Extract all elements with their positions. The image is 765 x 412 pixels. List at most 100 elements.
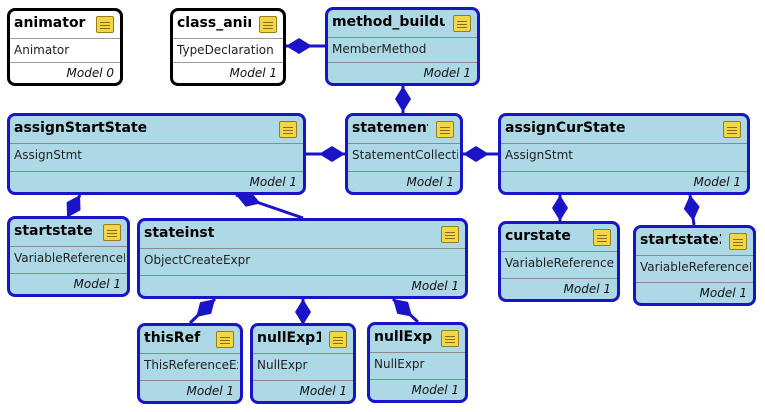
node-title: class_anim [177,15,251,31]
composition-diamond-icon [552,195,568,221]
separator [253,353,353,354]
node-title: method_buildup [332,14,445,30]
composition-diamond-icon [393,299,413,317]
edge-stateinst-nullExp2[interactable] [391,297,420,324]
composition-diamond-icon [463,146,489,162]
separator [348,171,460,172]
note-icon[interactable] [436,121,454,138]
separator [253,380,353,381]
composition-diamond-icon [196,299,215,317]
separator [140,248,465,249]
node-title: assignStartState [14,120,148,136]
edge-assignStartState-startstate[interactable] [66,194,82,218]
composition-diamond-icon [286,38,312,54]
node-method-buildup[interactable]: method_buildup MemberMethod Model 1 [325,7,480,86]
edge-stateinst-nullExp1[interactable] [295,299,311,325]
node-title: statements [352,120,428,136]
separator [140,275,465,276]
node-assign-cur-state[interactable]: assignCurState AssignStmt Model 1 [498,113,750,195]
node-model: Model 1 [229,66,277,80]
separator [636,282,753,283]
node-model: Model 1 [423,66,471,80]
edge-assignStartState-stateinst[interactable] [235,191,304,220]
node-type: NullExpr [257,358,308,372]
note-icon[interactable] [453,15,471,32]
node-title: thisRef [144,330,201,346]
separator [173,62,283,63]
node-type: TypeDeclaration [177,43,274,57]
node-class-anim[interactable]: class_anim TypeDeclaration Model 1 [170,8,286,86]
note-icon[interactable] [593,229,611,246]
separator [501,143,747,144]
node-this-ref[interactable]: thisRef ThisReferenceExpr Model 1 [137,323,243,404]
separator [10,246,127,247]
node-null-exp1[interactable]: nullExp1 NullExpr Model 1 [250,323,356,404]
node-type: StatementCollection [352,148,458,162]
note-icon[interactable] [723,121,741,138]
separator [370,379,465,380]
separator [140,380,240,381]
edge-statements-assignCurState[interactable] [463,146,498,162]
node-title: animator [14,15,86,31]
composition-diamond-icon [236,191,261,207]
node-statements[interactable]: statements StatementCollection Model 1 [345,113,463,195]
node-title: nullExp2 [374,329,433,345]
note-icon[interactable] [279,121,297,138]
edge-assignCurState-curstate[interactable] [552,195,568,221]
separator [328,37,477,38]
separator [10,38,120,39]
node-type: VariableReferenceExpr [14,251,125,265]
edge-class_anim-method_buildup[interactable] [286,38,325,54]
node-model: Model 1 [693,175,741,189]
node-type: VariableReferenceExpr [505,256,615,270]
node-type: AssignStmt [505,148,573,162]
separator [370,352,465,353]
note-icon[interactable] [103,224,121,241]
edge-statements-assignStartState[interactable] [306,146,345,162]
node-type: NullExpr [374,357,425,371]
node-model: Model 1 [249,175,297,189]
separator [636,255,753,256]
note-icon[interactable] [441,226,459,243]
separator [10,62,120,63]
note-icon[interactable] [729,233,747,250]
note-icon[interactable] [329,331,347,348]
separator [173,38,283,39]
composition-diamond-icon [319,146,345,162]
note-icon[interactable] [216,331,234,348]
node-type: MemberMethod [332,42,427,56]
node-stateinst[interactable]: stateinst ObjectCreateExpr Model 1 [137,218,468,299]
node-model: Model 1 [411,279,459,293]
separator [328,62,477,63]
node-title: assignCurState [505,120,626,136]
node-startstate2[interactable]: startstate2 VariableReferenceExpr Model … [633,225,756,306]
node-animator[interactable]: animator Animator Model 0 [7,8,123,86]
node-type: AssignStmt [14,148,82,162]
node-title: nullExp1 [257,330,321,346]
node-assign-start-state[interactable]: assignStartState AssignStmt Model 1 [7,113,306,195]
node-type: VariableReferenceExpr [640,260,751,274]
edge-method_buildup-statements[interactable] [395,86,411,113]
separator [10,273,127,274]
node-model: Model 1 [186,384,234,398]
edge-assignCurState-startstate2[interactable] [683,194,700,226]
composition-diamond-icon [683,195,700,221]
node-curstate[interactable]: curstate VariableReferenceExpr Model 1 [498,221,620,302]
composition-diamond-icon [295,299,311,325]
note-icon[interactable] [259,16,277,33]
separator [10,143,303,144]
node-null-exp2[interactable]: nullExp2 NullExpr Model 1 [367,322,468,403]
node-type: ObjectCreateExpr [144,253,251,267]
separator [501,278,617,279]
node-title: stateinst [144,225,215,241]
note-icon[interactable] [441,330,459,347]
node-model: Model 1 [406,175,454,189]
note-icon[interactable] [96,16,114,33]
composition-diamond-icon [395,86,411,112]
separator [10,171,303,172]
node-model: Model 1 [73,277,121,291]
edge-stateinst-thisRef[interactable] [188,297,217,325]
node-startstate[interactable]: startstate VariableReferenceExpr Model 1 [7,216,130,297]
separator [501,171,747,172]
